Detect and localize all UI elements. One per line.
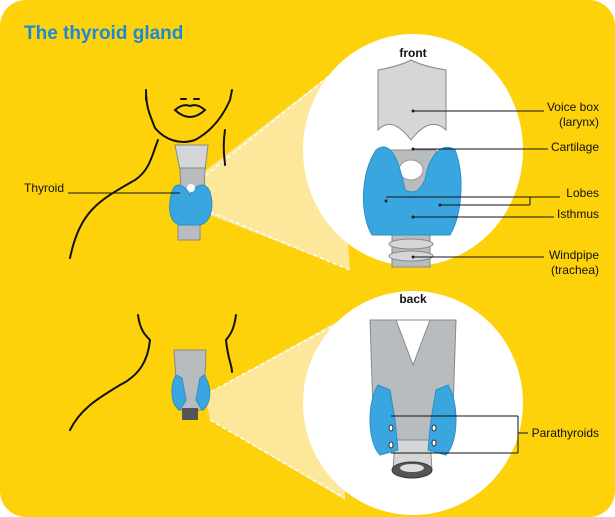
trachea-label: (trachea) <box>551 263 599 277</box>
larynx-label: (larynx) <box>559 115 599 129</box>
back-larynx-anatomy <box>369 319 457 479</box>
back-heading: back <box>399 292 427 306</box>
front-larynx-anatomy <box>363 59 462 268</box>
back-body-figure <box>69 314 237 431</box>
lobes-label: Lobes <box>566 186 599 200</box>
windpipe-label: Windpipe <box>549 248 599 262</box>
front-leader-lines <box>386 110 560 258</box>
parathyroids-label: Parathyroids <box>532 426 599 440</box>
back-leader-lines <box>391 415 528 454</box>
cartilage-label: Cartilage <box>551 140 599 154</box>
front-heading: front <box>399 46 426 60</box>
front-body-figure <box>69 89 233 259</box>
diagram-title: The thyroid gland <box>24 23 183 44</box>
thyroid-label: Thyroid <box>24 181 64 195</box>
voice-box-label: Voice box <box>547 100 599 114</box>
isthmus-label: Isthmus <box>557 207 599 221</box>
